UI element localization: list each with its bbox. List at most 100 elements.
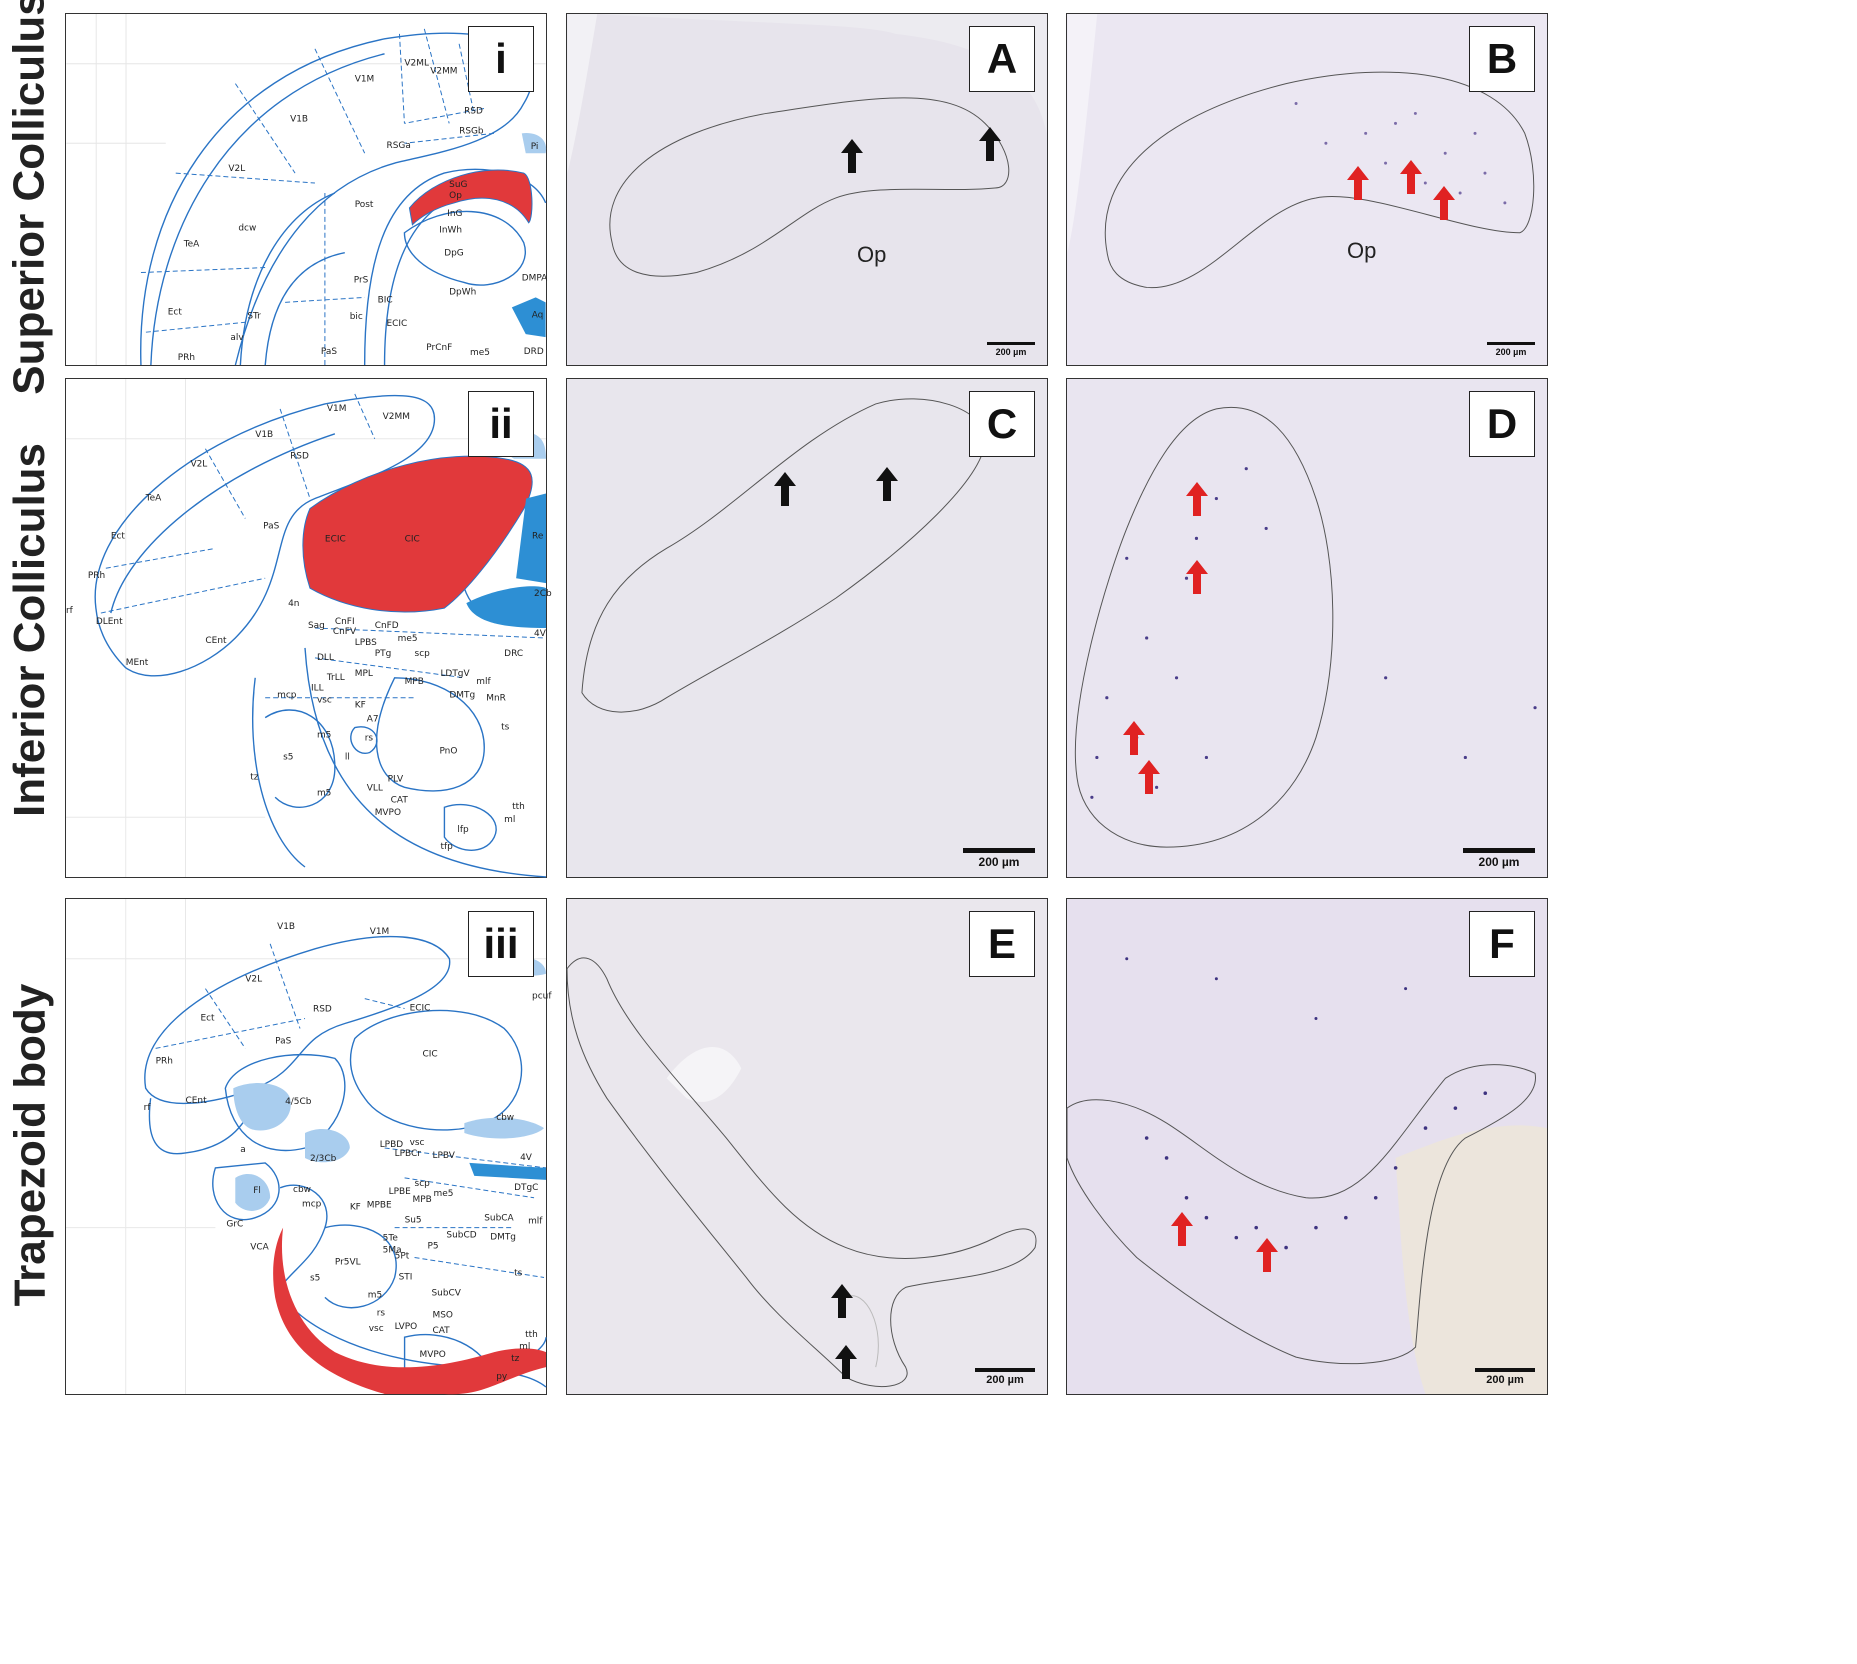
svg-text:ts: ts [501, 723, 510, 733]
svg-text:s5: s5 [310, 1273, 320, 1283]
svg-text:PTg: PTg [375, 649, 392, 659]
svg-text:CIC: CIC [405, 534, 420, 544]
svg-text:ll: ll [345, 752, 350, 762]
red-arrow [1400, 160, 1422, 194]
histology-panel-B: Op B 200 µm [1066, 13, 1548, 366]
svg-text:DLEnt: DLEnt [96, 617, 123, 627]
svg-text:DTgC: DTgC [514, 1183, 538, 1193]
svg-text:InWh: InWh [439, 226, 462, 236]
svg-text:Pr5VL: Pr5VL [335, 1258, 361, 1268]
svg-text:PRh: PRh [178, 353, 195, 363]
svg-text:Aq: Aq [532, 310, 544, 320]
svg-text:V1B: V1B [290, 114, 308, 124]
svg-text:4V: 4V [520, 1153, 533, 1163]
scale-bar-E: 200 µm [975, 1368, 1035, 1386]
svg-text:DMTg: DMTg [449, 691, 475, 701]
svg-text:ml: ml [504, 815, 515, 825]
histology-panel-C: C 200 µm [566, 378, 1048, 878]
svg-text:tz: tz [250, 772, 259, 782]
scale-bar-B: 200 µm [1487, 342, 1535, 357]
svg-text:TrLL: TrLL [326, 673, 345, 683]
svg-text:STr: STr [247, 311, 261, 321]
row-label-superior: Superior Colliculus [5, 0, 55, 395]
svg-text:PaS: PaS [263, 521, 279, 531]
svg-text:PRh: PRh [88, 571, 105, 581]
svg-text:ts: ts [514, 1268, 523, 1278]
red-arrow [1171, 1212, 1193, 1246]
svg-text:4n: 4n [288, 599, 299, 609]
black-arrow [979, 127, 1001, 161]
svg-text:m5: m5 [317, 788, 331, 798]
svg-text:dcw: dcw [238, 224, 256, 234]
tissue-section-E [566, 899, 1047, 1394]
histology-panel-E: E 200 µm [566, 898, 1048, 1395]
svg-text:2/3Cb: 2/3Cb [310, 1154, 337, 1164]
svg-text:CEnt: CEnt [186, 1096, 208, 1106]
svg-text:4V: 4V [534, 629, 547, 639]
svg-text:MVPO: MVPO [420, 1350, 446, 1360]
svg-text:me5: me5 [433, 1189, 453, 1199]
svg-text:Sag: Sag [308, 621, 325, 631]
svg-text:CIC: CIC [423, 1049, 438, 1059]
svg-text:MPB: MPB [413, 1195, 432, 1205]
svg-text:P5: P5 [427, 1242, 438, 1252]
panel-label-i: i [468, 26, 534, 92]
svg-text:rs: rs [377, 1308, 386, 1318]
panel-label-ii: ii [468, 391, 534, 457]
svg-text:MPL: MPL [355, 669, 373, 679]
svg-text:me5: me5 [470, 348, 490, 358]
svg-text:2Cb: 2Cb [534, 589, 552, 599]
svg-text:Post: Post [355, 200, 374, 210]
svg-text:MSO: MSO [432, 1310, 452, 1320]
svg-text:RSGa: RSGa [387, 141, 411, 151]
svg-text:V2MM: V2MM [430, 67, 457, 77]
svg-text:RSD: RSD [464, 106, 483, 116]
red-arrow [1347, 166, 1369, 200]
svg-text:DLL: DLL [317, 653, 334, 663]
svg-text:PLV: PLV [388, 774, 404, 784]
svg-text:PnO: PnO [439, 746, 457, 756]
svg-text:LVPO: LVPO [395, 1322, 418, 1332]
svg-text:MPB: MPB [405, 677, 424, 687]
svg-text:CEnt: CEnt [205, 636, 227, 646]
svg-text:py: py [496, 1372, 508, 1382]
svg-text:ECIC: ECIC [325, 534, 346, 544]
svg-text:RSGb: RSGb [459, 126, 484, 136]
svg-text:mcp: mcp [302, 1200, 322, 1210]
panel-label-E: E [969, 911, 1035, 977]
svg-text:me5: me5 [398, 634, 418, 644]
red-arrow [1186, 560, 1208, 594]
svg-text:Ect: Ect [200, 1014, 215, 1024]
svg-text:V1B: V1B [277, 922, 295, 932]
scale-bar-C: 200 µm [963, 848, 1035, 869]
svg-text:alv: alv [230, 333, 244, 343]
svg-text:s5: s5 [283, 752, 293, 762]
svg-text:MPBE: MPBE [367, 1201, 392, 1211]
svg-text:V2ML: V2ML [404, 59, 429, 69]
histology-panel-F: F 200 µm [1066, 898, 1548, 1395]
svg-text:rf: rf [144, 1103, 152, 1113]
region-label-op-B: Op [1347, 238, 1377, 263]
tissue-section-D [1067, 379, 1547, 877]
red-arrow [1186, 482, 1208, 516]
svg-text:CAT: CAT [391, 795, 409, 805]
svg-text:TeA: TeA [145, 494, 162, 504]
row-label-inferior: Inferior Colliculus [5, 442, 55, 818]
svg-text:DpG: DpG [444, 249, 464, 259]
svg-text:scp: scp [415, 1179, 431, 1189]
svg-text:LDTgV: LDTgV [440, 669, 470, 679]
svg-text:MnR: MnR [486, 694, 506, 704]
svg-text:tth: tth [525, 1330, 538, 1340]
svg-text:bic: bic [350, 312, 363, 322]
svg-text:rf: rf [66, 606, 74, 616]
svg-text:4/5Cb: 4/5Cb [285, 1097, 312, 1107]
svg-text:MEnt: MEnt [126, 658, 149, 668]
svg-text:LPBCr: LPBCr [395, 1149, 422, 1159]
svg-text:Ect: Ect [111, 531, 126, 541]
black-arrow [831, 1284, 853, 1318]
svg-text:MVPO: MVPO [375, 808, 401, 818]
